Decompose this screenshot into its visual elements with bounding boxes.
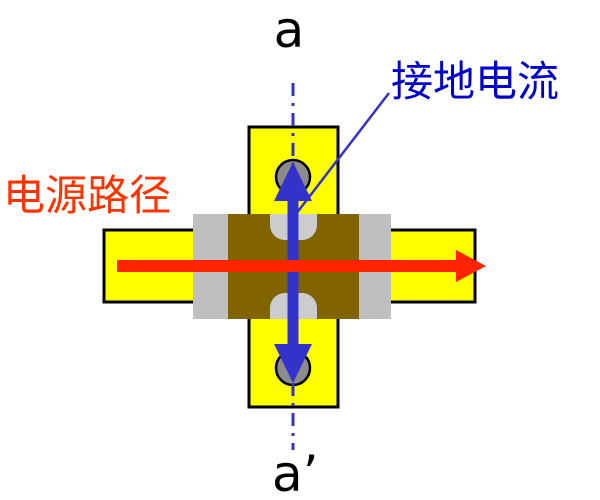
- power-path-label: 电源路径: [3, 171, 171, 220]
- section-label-a: a: [274, 1, 305, 59]
- power-path-arrowhead: [456, 250, 486, 282]
- ground-current-leader-line: [295, 92, 390, 215]
- ground-current-arrowhead-down: [274, 344, 312, 383]
- ground-current-arrow: [274, 162, 312, 383]
- ground-current-arrowhead-up: [274, 162, 312, 201]
- ground-current-label: 接地电流: [391, 57, 559, 106]
- section-label-a-prime: a’: [272, 445, 319, 500]
- power-path-arrow: [117, 250, 486, 282]
